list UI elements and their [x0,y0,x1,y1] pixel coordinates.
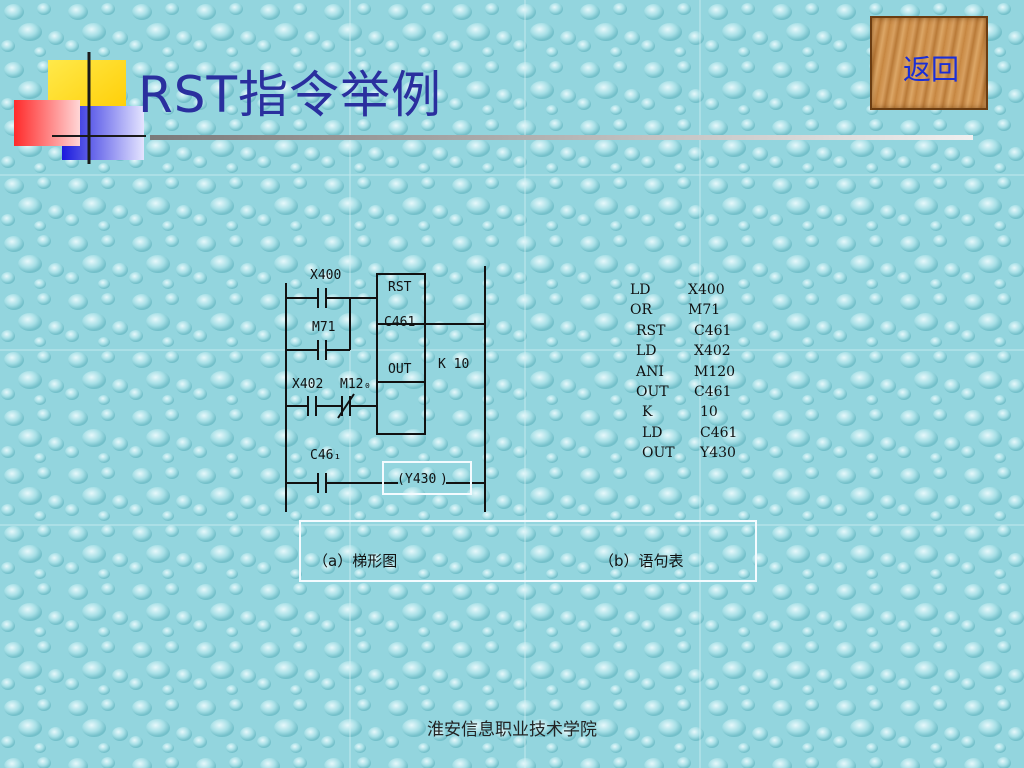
coil-y430-box [382,461,472,495]
label-m120: M12₀ [340,377,371,392]
ladder-diagram: X400 M71 X402 M12₀ C46₁ RST C461 OUT K 1… [285,266,486,512]
statement-op: OUT [642,445,675,462]
coil-left-paren: ( [397,472,405,487]
statement-arg: C461 [700,424,738,441]
statement-op: LD [642,424,663,441]
label-rst-target: C461 [384,315,415,330]
counter-box [376,273,485,435]
caption-box: （a）梯形图 （b）语句表 [299,520,757,582]
statement-op: RST [636,322,666,339]
contact-x402 [286,396,342,416]
label-rst: RST [388,280,412,295]
back-button-label: 返回 [902,53,959,86]
statement-arg: X400 [688,282,725,298]
statement-op: OUT [636,384,669,400]
label-m71: M71 [312,320,335,335]
caption-ladder: （a）梯形图 [313,552,398,570]
contact-m120-normally-closed [337,393,377,419]
statement-op: OR [630,302,653,319]
coil-right-paren: ) [440,472,448,487]
statement-op: LD [630,282,651,298]
stacked-squares-logo-icon [14,52,146,164]
slide-title: RST指令举例 [138,66,443,124]
contact-x400 [286,288,377,308]
statement-arg: C461 [694,322,732,339]
statement-arg: 10 [700,404,718,421]
statement-arg: M71 [688,302,721,319]
contact-c461 [286,473,485,493]
statement-arg: X402 [694,343,731,360]
label-coil-y430: Y430 [405,472,436,487]
title-underline [150,135,973,140]
statement-op: K [642,404,653,421]
contact-m71 [286,298,351,360]
label-x402: X402 [292,377,323,392]
label-out: OUT [388,362,412,377]
label-c461: C46₁ [310,448,341,463]
statement-op: ANI [636,363,664,380]
statement-arg: Y430 [700,445,736,462]
back-button[interactable]: 返回 [870,16,988,110]
statement-arg: M120 [694,363,736,380]
footer-institution: 淮安信息职业技术学院 [427,720,597,740]
statement-op: LD [636,343,657,360]
statement-arg: C461 [694,384,732,400]
label-k10: K 10 [438,357,469,372]
caption-statement-list: （b）语句表 [599,552,684,570]
label-x400: X400 [310,268,341,283]
